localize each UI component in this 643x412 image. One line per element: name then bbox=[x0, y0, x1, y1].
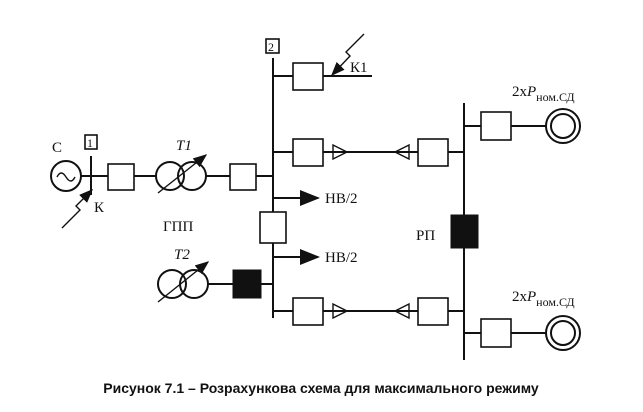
motor-upper-prefix: 2х bbox=[512, 84, 528, 100]
motor-lower-label: 2хPном.СД bbox=[512, 289, 575, 309]
motor-upper-p: P bbox=[526, 84, 536, 100]
gpp-label: ГПП bbox=[163, 219, 194, 235]
cable-end-lower-left bbox=[332, 302, 349, 320]
breaker-t2-open bbox=[232, 269, 262, 299]
breaker-motor-lower bbox=[480, 318, 512, 348]
node1-marker: 1 bbox=[84, 134, 98, 150]
cable-end-upper-right bbox=[393, 143, 410, 161]
cable-end-lower-right bbox=[393, 302, 410, 320]
cable-end-upper-left bbox=[332, 143, 349, 161]
breaker-motor-upper bbox=[480, 111, 512, 141]
load-upper-label: НВ/2 bbox=[325, 191, 358, 207]
motor-upper-label: 2хPном.СД bbox=[512, 84, 575, 104]
transformer-t1 bbox=[155, 154, 208, 194]
fault-k1-label: К1 bbox=[350, 60, 368, 76]
transformer-t2 bbox=[157, 261, 210, 303]
breaker-feeder-upper-gpp bbox=[292, 138, 324, 167]
node2-marker: 2 bbox=[265, 38, 280, 54]
motor-lower bbox=[545, 315, 581, 351]
motor-upper bbox=[545, 108, 581, 144]
breaker-t1 bbox=[229, 163, 257, 191]
fault-k-lightning bbox=[61, 189, 93, 229]
motor-lower-prefix: 2х bbox=[512, 289, 528, 305]
breaker-line bbox=[107, 163, 135, 191]
breaker-feeder-lower-gpp bbox=[292, 297, 324, 326]
breaker-k1 bbox=[292, 62, 324, 91]
motor-lower-sub: ном.СД bbox=[536, 295, 574, 309]
source-label: С bbox=[52, 140, 62, 156]
node2-label: 2 bbox=[268, 40, 274, 54]
figure-caption: Рисунок 7.1 – Розрахункова схема для мак… bbox=[103, 380, 539, 396]
t1-label: T1 bbox=[176, 138, 192, 154]
fault-k-label: К bbox=[94, 200, 105, 216]
bus-coupler-breaker bbox=[259, 211, 287, 244]
breaker-feeder-upper-rp bbox=[417, 138, 449, 167]
load-lower-label: НВ/2 bbox=[325, 250, 358, 266]
node1-label: 1 bbox=[87, 136, 93, 150]
fault-k1-lightning bbox=[331, 33, 365, 77]
breaker-feeder-lower-rp bbox=[417, 297, 449, 326]
rp-bus-coupler-open bbox=[450, 214, 479, 249]
motor-upper-sub: ном.СД bbox=[536, 90, 574, 104]
motor-lower-p: P bbox=[526, 289, 536, 305]
rp-label: РП bbox=[416, 228, 435, 244]
source-generator bbox=[50, 160, 82, 192]
t2-label: T2 bbox=[174, 247, 190, 263]
